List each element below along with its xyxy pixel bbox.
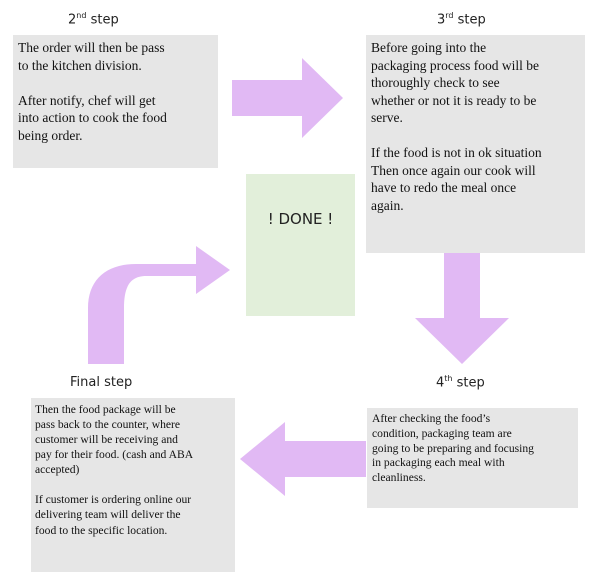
done-box: ! DONE ! <box>246 174 355 316</box>
step4-heading-suffix: th <box>444 374 453 383</box>
step3-heading-word: step <box>457 12 486 28</box>
done-label: ! DONE ! <box>267 210 334 228</box>
step2-heading-suffix: nd <box>76 11 87 20</box>
step4-box: After checking the food’s condition, pac… <box>367 408 578 508</box>
step3-box: Before going into the packaging process … <box>366 35 585 253</box>
final-step-heading: Final step <box>70 375 133 390</box>
step3-heading-number: 3 <box>437 12 446 28</box>
arrow-right <box>232 58 343 138</box>
step2-heading-number: 2 <box>68 12 77 28</box>
step4-heading: 4th step <box>436 374 485 390</box>
arrow-left <box>240 422 366 496</box>
arrow-down <box>415 244 509 364</box>
step2-heading-word: step <box>90 12 119 28</box>
step3-heading: 3rd step <box>437 11 486 27</box>
step2-box: The order will then be pass to the kitch… <box>13 35 218 168</box>
step4-heading-number: 4 <box>436 375 445 391</box>
step3-heading-suffix: rd <box>445 11 454 20</box>
final-step-box: Then the food package will be pass back … <box>31 398 235 572</box>
step2-heading: 2nd step <box>68 11 119 27</box>
step4-heading-word: step <box>456 375 485 391</box>
arrow-up-right <box>88 246 230 364</box>
